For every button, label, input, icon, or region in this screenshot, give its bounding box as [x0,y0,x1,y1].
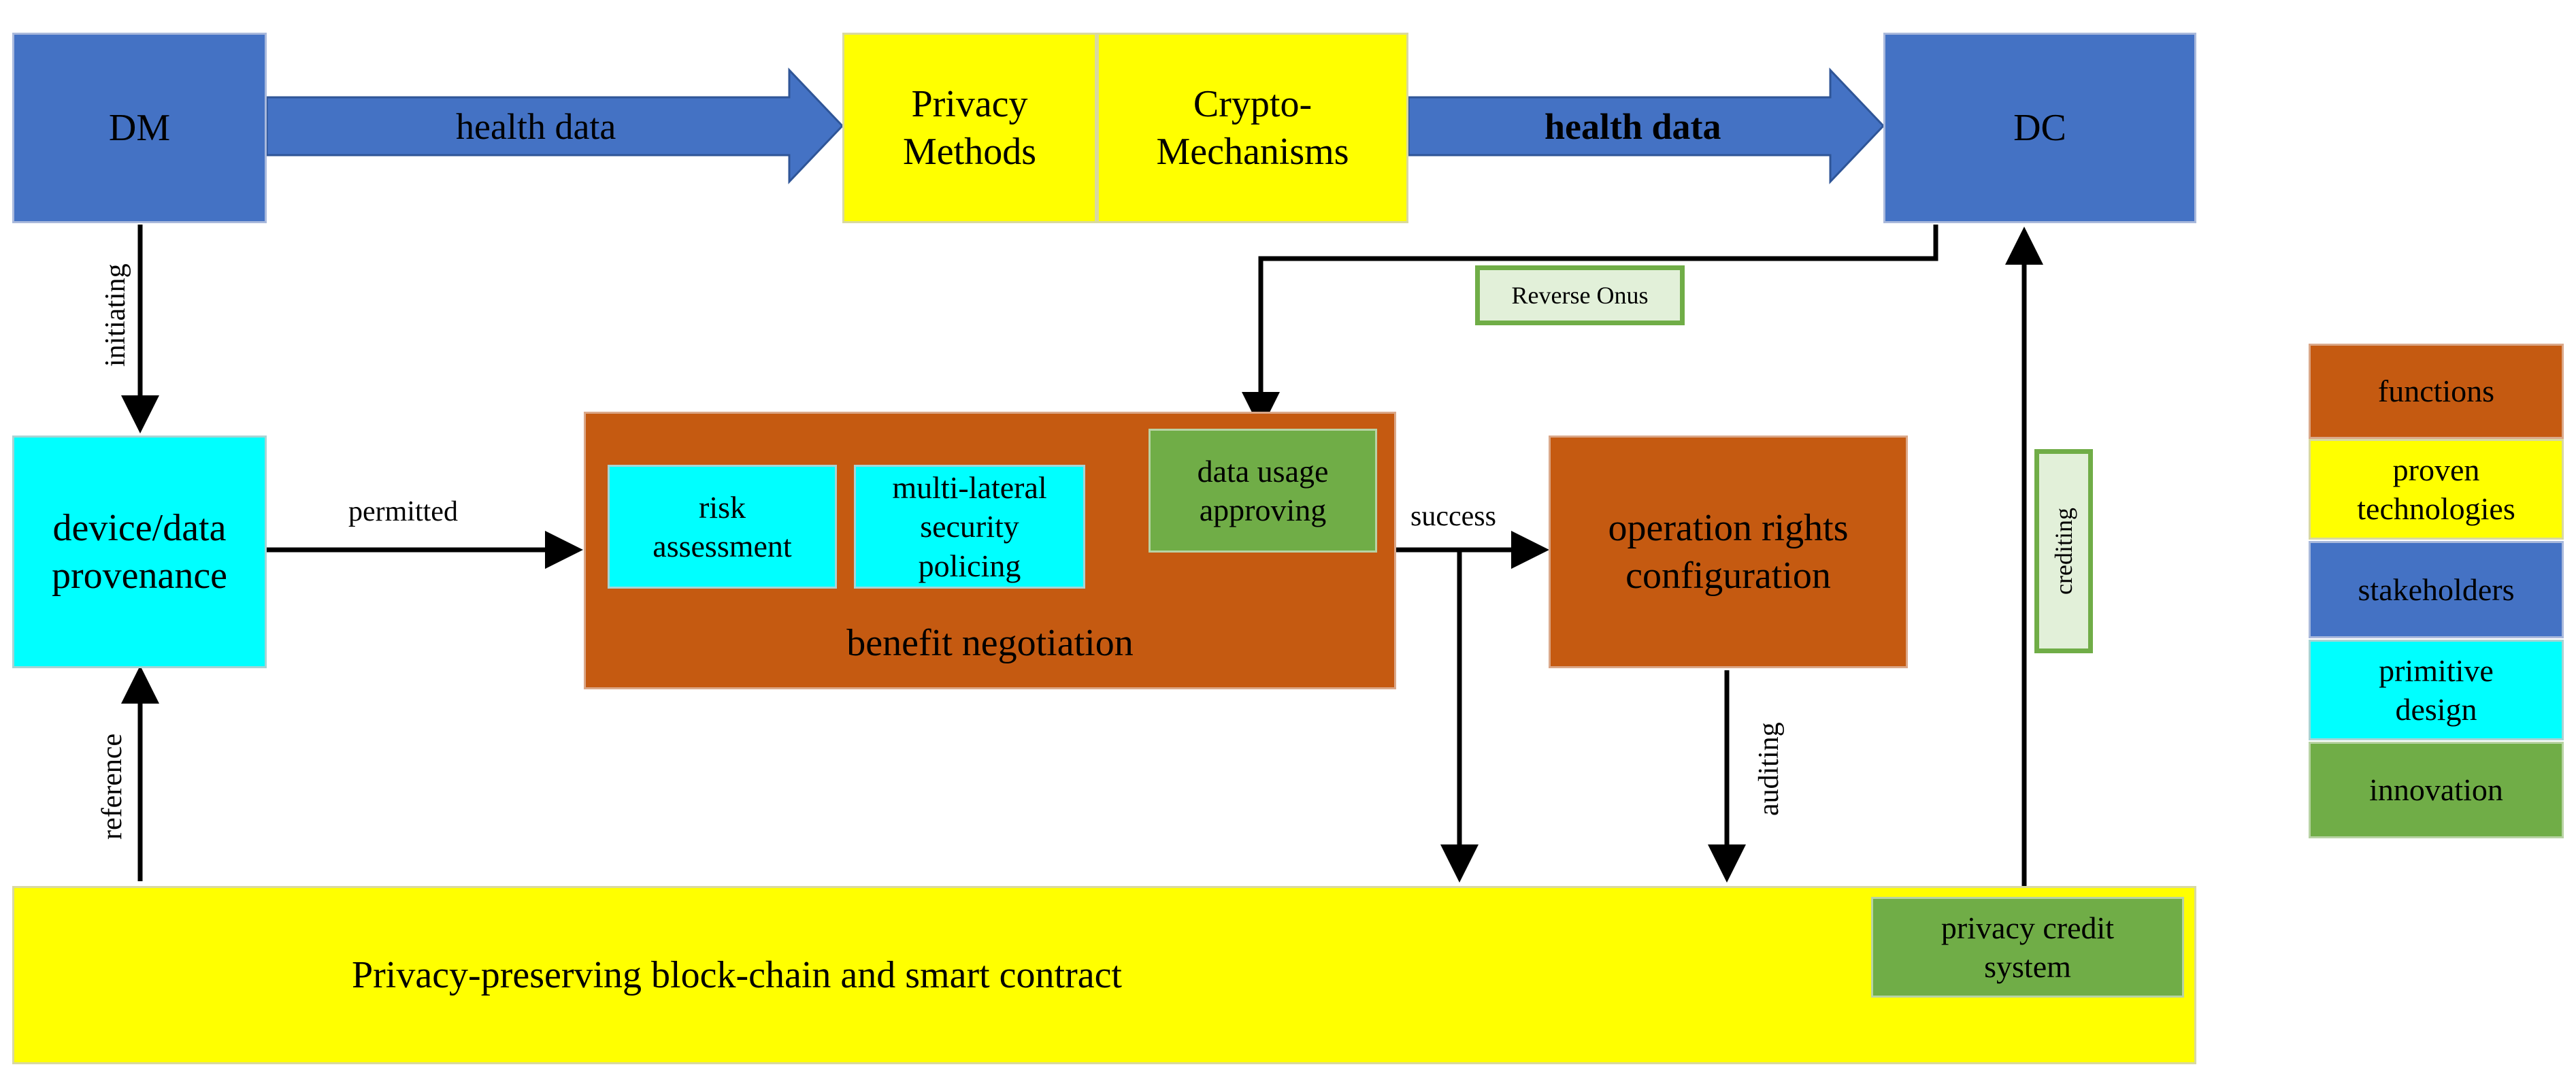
permitted-label: permitted [348,496,458,527]
blockchain-label: Privacy-preserving block-chain and smart… [351,954,1122,996]
health-data-label-right: health data [1545,106,1721,147]
dc-node: DC [1883,33,2196,223]
reverse-onus-tag: Reverse Onus [1475,265,1685,325]
health-data-arrow-left [265,67,844,184]
legend-primitive-design: primitive design [2309,640,2564,740]
success-label: success [1410,501,1496,532]
risk-assessment-node: risk assessment [608,465,837,589]
blockchain-node: Privacy-preserving block-chain and smart… [12,886,2196,1064]
multilateral-security-node: multi-lateral security policing [854,465,1085,589]
device-provenance-node: device/data provenance [12,436,267,668]
crypto-mechanisms-node: Crypto-Mechanisms [1097,33,1408,223]
reference-label: reference [97,733,128,840]
legend-functions: functions [2309,344,2564,439]
privacy-credit-node: privacy credit system [1871,897,2184,998]
operation-rights-node: operation rights configuration [1549,436,1908,668]
privacy-methods-node: Privacy Methods [842,33,1097,223]
benefit-negotiation-label: benefit negotiation [846,622,1134,664]
crediting-label: crediting [2050,508,2078,595]
legend-innovation: innovation [2309,742,2564,838]
health-data-label-left: health data [456,106,616,147]
dm-node: DM [12,33,267,223]
legend-stakeholders: stakeholders [2309,541,2564,638]
auditing-label: auditing [1753,722,1785,816]
reverse-onus-arrow [1242,225,1938,430]
initiating-label: initiating [100,263,131,367]
health-data-arrow-right [1407,67,1885,184]
legend-proven-technologies: proven technologies [2309,439,2564,540]
data-usage-approving-node: data usage approving [1149,429,1377,553]
crediting-tag: crediting [2034,449,2093,653]
